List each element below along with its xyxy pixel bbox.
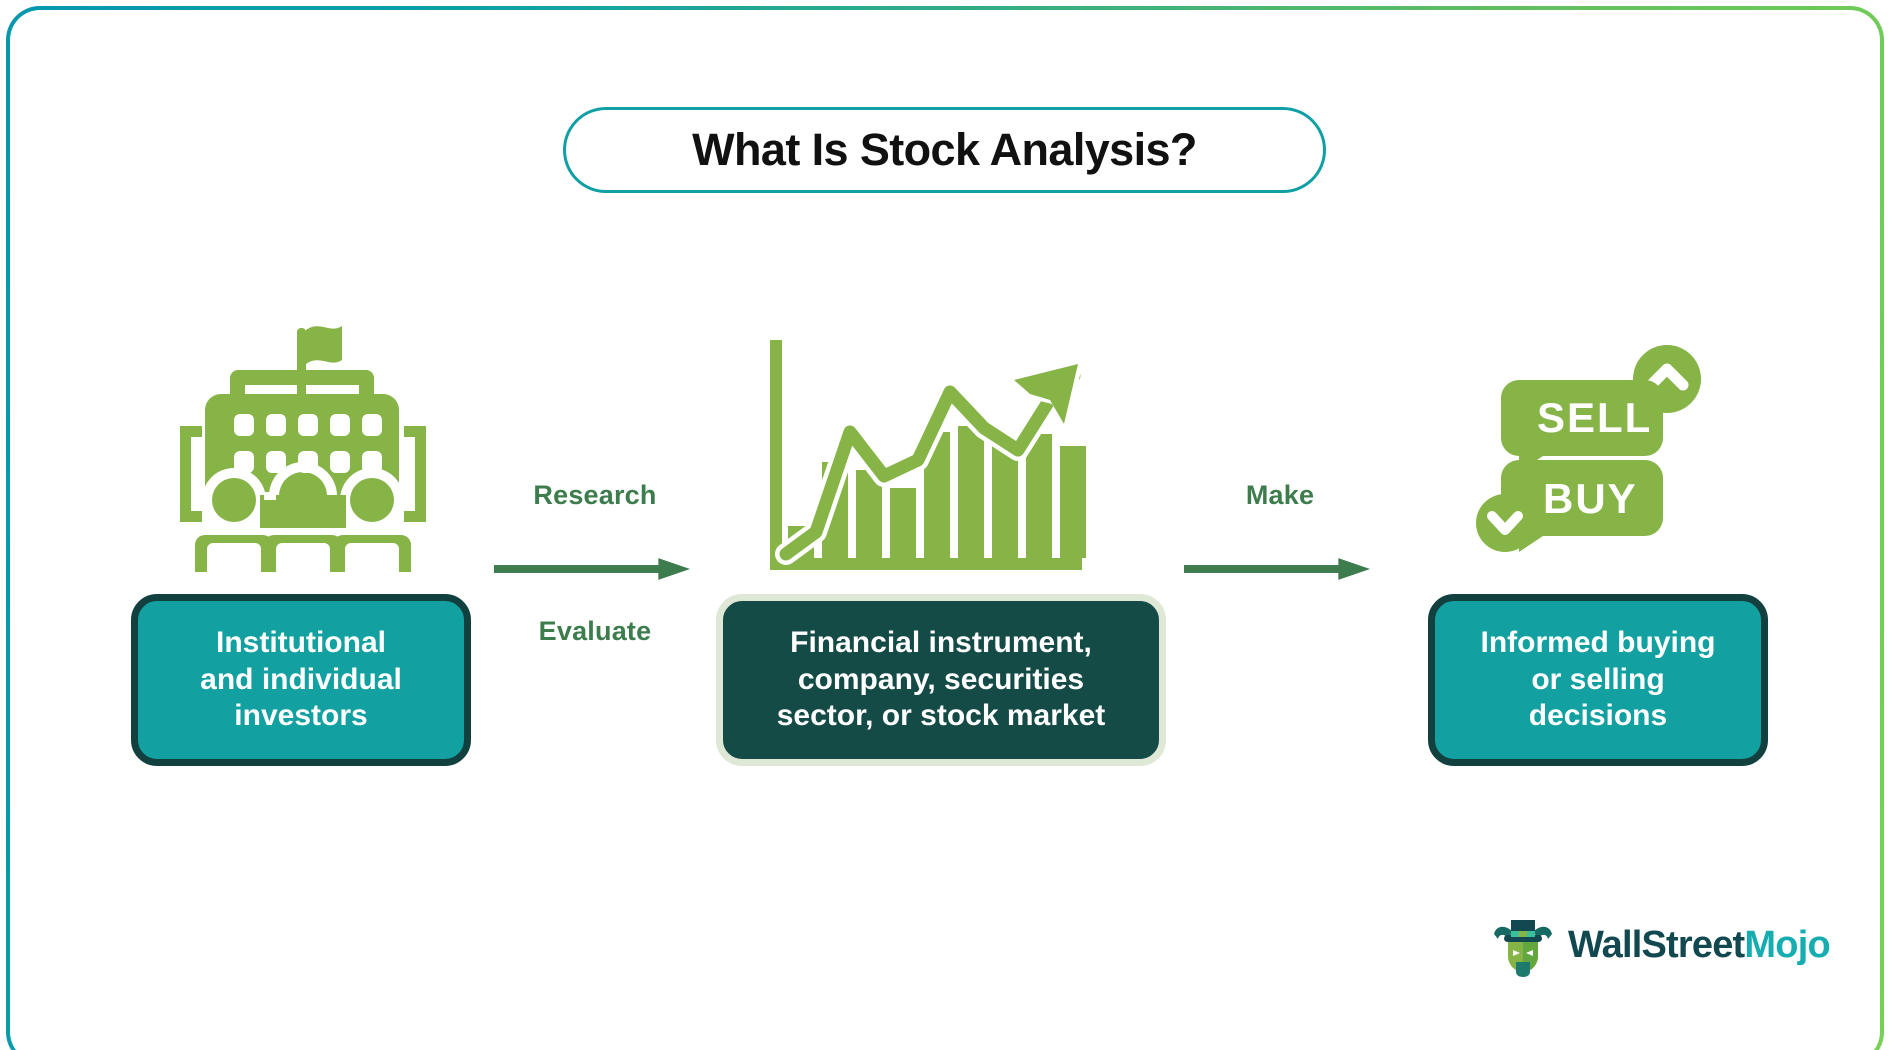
sell-badge-text: SELL — [1537, 394, 1652, 441]
brand-wordmark: WallStreetMojo — [1568, 923, 1831, 967]
connector-1-label-top: Research — [533, 480, 657, 510]
investors-building-icon — [172, 310, 434, 572]
bull-with-tophat-logo — [1494, 920, 1552, 977]
buy-badge-text: BUY — [1543, 475, 1638, 522]
connector-research-evaluate: Research Evaluate — [490, 480, 700, 660]
result-box-decisions: Informed buying or selling decisions — [1428, 594, 1768, 766]
arrow-right-icon — [494, 558, 691, 580]
growth-chart-icon — [762, 336, 1102, 576]
chevron-down-icon — [1476, 494, 1534, 552]
brand-logo: WallStreetMojo — [1490, 910, 1831, 980]
page-title-pill: What Is Stock Analysis? — [563, 107, 1326, 193]
sell-buy-icon: SELL BUY — [1475, 345, 1707, 560]
brand-name-part-1: WallStreet — [1568, 923, 1745, 966]
brand-name-part-2: Mojo — [1744, 923, 1830, 966]
page-title: What Is Stock Analysis? — [692, 124, 1197, 175]
connector-1-label-bottom: Evaluate — [538, 616, 652, 646]
result-box-subject: Financial instrument, company, securitie… — [716, 594, 1166, 766]
result-box-investors: Institutional and individual investors — [131, 594, 471, 766]
connector-2-label-top: Make — [1245, 480, 1315, 510]
connector-make: Make — [1180, 480, 1380, 600]
arrow-right-icon — [1184, 558, 1371, 580]
